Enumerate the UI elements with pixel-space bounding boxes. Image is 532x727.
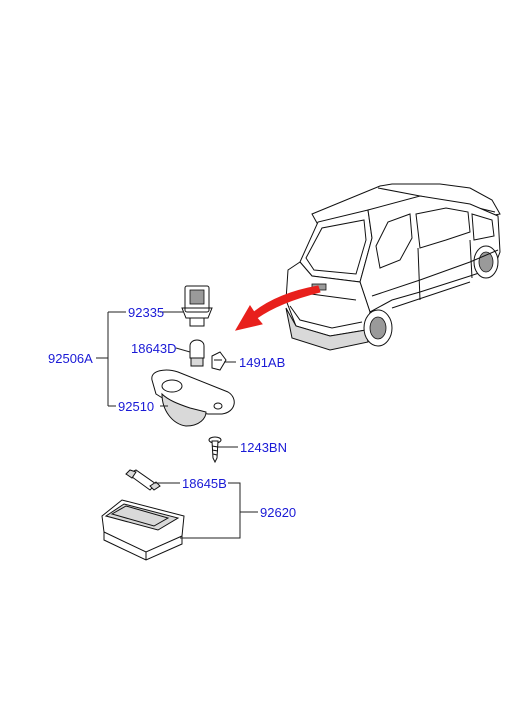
label-92506A[interactable]: 92506A bbox=[48, 351, 93, 366]
label-18643D[interactable]: 18643D bbox=[131, 341, 177, 356]
leader-lines bbox=[96, 311, 258, 539]
bulb-part-illustration bbox=[189, 339, 205, 367]
car-illustration bbox=[285, 183, 501, 351]
label-1243BN[interactable]: 1243BN bbox=[240, 440, 287, 455]
part-labels: 92335 18643D 92506A 1491AB 92510 1243BN … bbox=[48, 305, 296, 520]
socket-part-illustration bbox=[181, 285, 213, 327]
screw-part-illustration bbox=[208, 436, 222, 464]
location-arrow bbox=[234, 285, 321, 331]
clip-part-illustration bbox=[211, 351, 227, 371]
lamp-housing-part-illustration bbox=[151, 369, 235, 427]
label-92510[interactable]: 92510 bbox=[118, 399, 154, 414]
license-lamp-part-illustration bbox=[101, 499, 185, 561]
label-18645B[interactable]: 18645B bbox=[182, 476, 227, 491]
label-92620[interactable]: 92620 bbox=[260, 505, 296, 520]
festoon-bulb-part-illustration bbox=[125, 469, 161, 491]
label-92335[interactable]: 92335 bbox=[128, 305, 164, 320]
label-1491AB[interactable]: 1491AB bbox=[239, 355, 285, 370]
